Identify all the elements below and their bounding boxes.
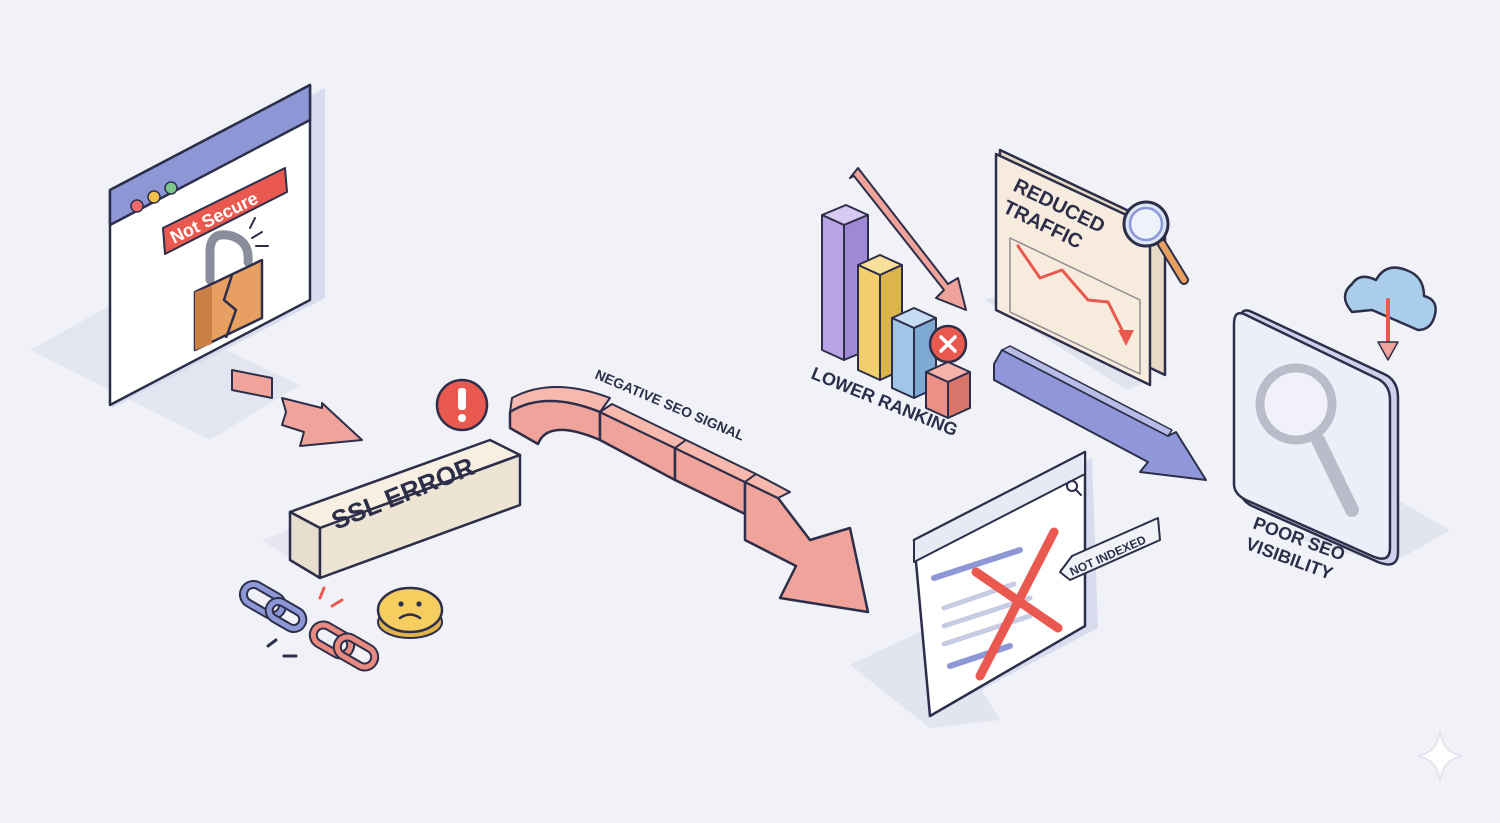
reduced-traffic-panel: REDUCEDTRAFFIC (985, 148, 1167, 390)
sparkle-icon (1417, 729, 1463, 783)
warning-icon (435, 378, 489, 432)
negative-seo-signal-arrow: NEGATIVE SEO SIGNAL (508, 366, 870, 614)
magnifier-icon (1122, 200, 1189, 285)
broken-arrow (231, 369, 363, 447)
broken-link-icon (238, 580, 380, 672)
bar-chart-icon (821, 204, 971, 419)
ssl-error-block: SSL ERROR (262, 438, 522, 580)
broken-padlock-icon (193, 217, 269, 352)
cloud-download-icon (1343, 266, 1437, 361)
visibility-arrow (993, 345, 1207, 481)
browser-window-icon (30, 83, 325, 440)
declining-arrow (849, 167, 967, 311)
not-indexed-document (850, 450, 1098, 728)
faded-magnifier-icon (1255, 363, 1359, 517)
cross-icon (928, 324, 968, 364)
sad-face-icon (376, 586, 444, 639)
